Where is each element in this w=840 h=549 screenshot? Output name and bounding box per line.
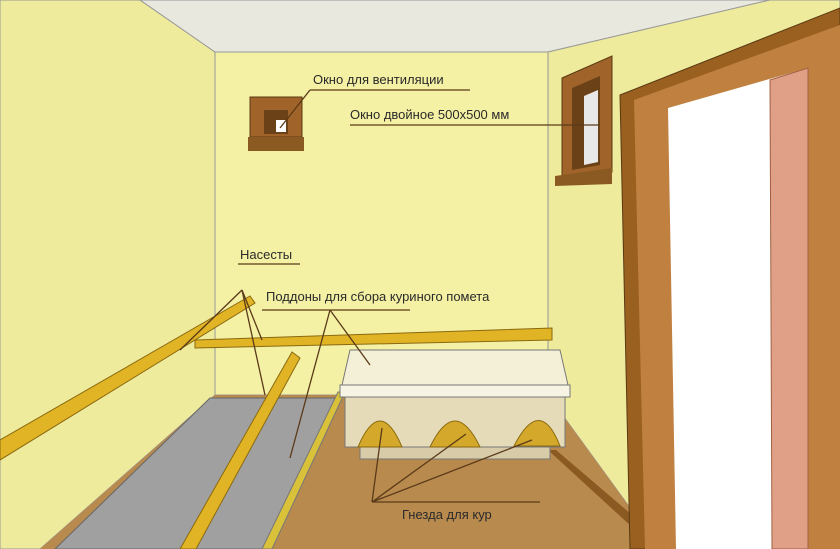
perch-shelf bbox=[194, 327, 553, 349]
nest-opening bbox=[513, 420, 561, 447]
vent-window bbox=[248, 96, 304, 151]
double-window bbox=[555, 55, 613, 186]
label-trays: Поддоны для сбора куриного помета bbox=[266, 289, 490, 304]
leader-lines bbox=[179, 89, 600, 503]
label-double-window: Окно двойное 500х500 мм bbox=[350, 107, 510, 122]
nest-box bbox=[339, 349, 571, 460]
label-perches: Насесты bbox=[240, 247, 293, 262]
label-vent-window: Окно для вентиляции bbox=[313, 72, 444, 87]
nest-opening bbox=[429, 420, 481, 448]
dropping-tray-floor bbox=[54, 397, 339, 549]
label-nests: Гнезда для кур bbox=[402, 507, 492, 522]
perch-middle bbox=[179, 351, 301, 549]
door bbox=[619, 7, 840, 549]
nest-opening bbox=[357, 420, 403, 448]
perch-left bbox=[0, 295, 256, 461]
